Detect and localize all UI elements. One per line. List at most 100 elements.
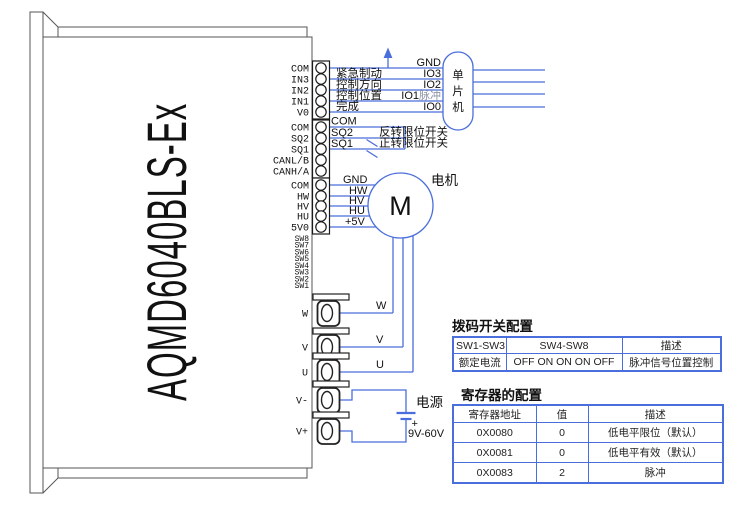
motor-symbol: M 电机: [367, 172, 458, 239]
sq1-label: SQ1: [331, 138, 353, 150]
terminal-block-group3: [311, 177, 331, 235]
hall-hu-label: HU: [349, 205, 365, 217]
pin-label: SQ1: [291, 146, 309, 157]
power-pin-label: U: [302, 369, 308, 380]
table-cell: 低电平有效（默认）: [587, 442, 724, 463]
dip-pin-label: SW7: [295, 242, 310, 251]
io0-label: IO0: [423, 101, 441, 113]
driver-device-outline: AQMD6040BLS-Ex: [29, 11, 313, 494]
table-cell: 0X0080: [452, 422, 537, 443]
pin-label: V0: [297, 109, 309, 120]
table-cell: 0: [535, 442, 589, 463]
pin-label: IN1: [291, 98, 309, 109]
table-cell: OFF ON ON ON OFF: [505, 353, 623, 372]
dip-pin-label: SW1: [295, 282, 310, 291]
spade-terminal-v-minus: [312, 380, 350, 414]
signal-label: 完成: [336, 99, 359, 113]
sq1-switch-blade-icon: [366, 149, 378, 159]
io3-label: IO3: [423, 68, 441, 80]
column-header: 值: [535, 404, 589, 423]
table-cell: 2: [535, 462, 589, 484]
pin-label: COM: [291, 124, 309, 135]
mcu-symbol: 单 片 机: [442, 51, 545, 131]
dip-pin-label: SW3: [295, 269, 310, 278]
pin-label: COM: [291, 65, 309, 76]
table-header-row: SW1-SW3 SW4-SW8 描述: [452, 336, 722, 354]
column-header: 描述: [587, 404, 724, 423]
power-pin-label: V+: [296, 428, 308, 439]
hall-hw-label: HW: [349, 185, 368, 197]
io-signal-labels: GND 紧急制动 IO3 控制方向 IO2 控制位置 IO1脉冲 完成 IO0: [336, 57, 441, 113]
io1-label: IO1: [401, 90, 419, 102]
pulse-suffix-label: 脉冲: [419, 88, 441, 102]
spade-terminal-u: [312, 352, 350, 386]
table-cell: 0X0083: [452, 462, 537, 484]
phase-u-label: U: [376, 359, 384, 371]
spade-terminal-w: [312, 293, 350, 327]
register-table-title: 寄存器的配置: [461, 388, 542, 403]
mcu-label-char1: 单: [452, 69, 464, 82]
pin-label: HV: [297, 203, 309, 214]
io1-pulse-label: IO1脉冲: [401, 88, 441, 102]
power-supply-labels: 电源 9V-60V: [408, 395, 445, 440]
power-wires: +: [330, 389, 418, 443]
forward-limit-label: 正转限位开关: [379, 136, 448, 150]
table-cell: 0X0081: [452, 442, 537, 463]
com-label: COM: [331, 116, 357, 128]
power-pin-label: V-: [296, 397, 308, 408]
pin-label: SQ2: [291, 135, 309, 146]
phase-v-label: V: [376, 334, 384, 346]
dip-pin-label: SW2: [295, 275, 310, 284]
terminal-block-group2: [311, 119, 331, 179]
table-row: 额定电流 OFF ON ON ON OFF 脉冲信号位置控制: [452, 353, 722, 372]
mcu-outline: [442, 51, 474, 131]
voltage-range-label: 9V-60V: [408, 428, 445, 440]
table-cell: 低电平限位（默认）: [587, 422, 724, 443]
bottom-rail: [57, 467, 308, 479]
motor-label: 电机: [431, 173, 458, 188]
mcu-label-char3: 机: [452, 100, 464, 114]
reverse-limit-label: 反转限位开关: [379, 125, 448, 139]
driver-body: [42, 36, 313, 469]
table-cell: 脉冲信号位置控制: [621, 353, 722, 372]
limit-switch-wires: [321, 126, 406, 159]
phase-w-label: W: [376, 300, 387, 312]
pin-label: IN2: [291, 87, 309, 98]
table-cell: 脉冲: [587, 462, 724, 484]
bracket-bevel-top: [42, 11, 59, 28]
pin-label: 5V0: [291, 224, 309, 235]
motor-m-label: M: [389, 191, 412, 221]
battery-plus-label: +: [412, 418, 418, 430]
io-wires: [321, 47, 443, 113]
power-pin-label: V: [302, 344, 308, 355]
sq2-label: SQ2: [331, 127, 353, 139]
signal-label: 控制位置: [336, 88, 382, 102]
limit-switch-labels: COM SQ2 SQ1 反转限位开关 正转限位开关: [331, 116, 448, 151]
hall-gnd-label: GND: [343, 174, 368, 186]
table-row: 0X0081 0 低电平有效（默认）: [452, 442, 724, 463]
dip-table-title: 拨码开关配置: [452, 319, 533, 334]
column-header: SW1-SW3: [452, 336, 507, 354]
bracket-bevel-bottom: [42, 477, 59, 494]
register-config-table: 寄存器地址 值 描述 0X0080 0 低电平限位（默认） 0X0081 0 低…: [452, 404, 724, 484]
dip-pin-label: SW5: [295, 255, 310, 264]
power-pin-label: W: [302, 310, 308, 321]
pin-label: HW: [297, 193, 309, 204]
dip-pin-label: SW6: [295, 248, 310, 257]
table-row: 0X0083 2 脉冲: [452, 462, 724, 484]
signal-label: 控制方向: [336, 77, 382, 91]
mounting-bracket: [29, 11, 44, 494]
column-header: 寄存器地址: [452, 404, 537, 423]
mcu-label-char2: 片: [452, 85, 464, 98]
table-header-row: 寄存器地址 值 描述: [452, 404, 724, 423]
pin-label: COM: [291, 182, 309, 193]
gnd-label: GND: [417, 57, 442, 69]
dip-pin-label: SW8: [295, 235, 310, 244]
terminal-block-group1: [311, 60, 331, 120]
device-model-label: AQMD6040BLS-Ex: [135, 103, 198, 401]
pin-label: IN3: [291, 76, 309, 87]
pin-label: CANL/B: [273, 156, 309, 168]
table-cell: 额定电流: [452, 353, 507, 372]
